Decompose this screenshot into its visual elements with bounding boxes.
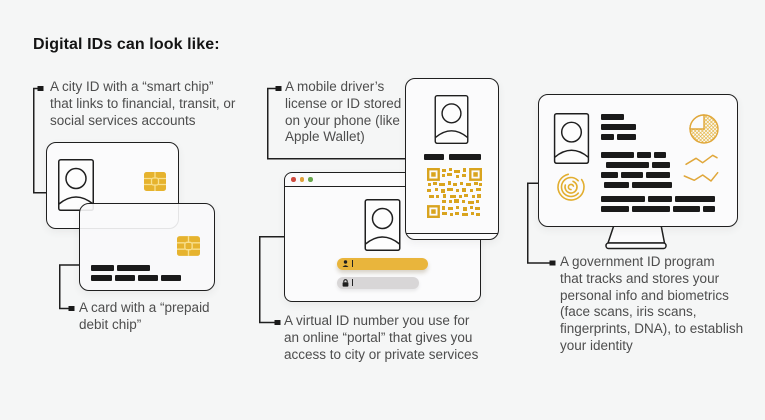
close-dot-icon [291, 177, 296, 182]
redacted-bar [652, 162, 670, 168]
redacted-text-bars [91, 265, 181, 281]
redacted-text-bars [601, 152, 672, 188]
redacted-bar [601, 124, 636, 130]
redacted-bar [632, 182, 672, 188]
photo-portrait-icon [364, 199, 401, 251]
redacted-bar [675, 196, 715, 202]
minimize-dot-icon [299, 177, 304, 182]
redacted-bar [115, 275, 135, 281]
redacted-bar-row [601, 196, 715, 202]
password-field[interactable] [337, 277, 419, 289]
government-monitor [538, 94, 738, 227]
browser-titlebar [285, 173, 480, 187]
redacted-bar [449, 154, 481, 160]
phone-bezel-line [406, 232, 498, 234]
redacted-text-bars [424, 154, 481, 160]
redacted-bar-row [604, 182, 672, 188]
annotation-virtual-id: A virtual ID number you use for an onlin… [284, 313, 479, 362]
photo-portrait-icon [553, 113, 590, 164]
redacted-bar-row [601, 134, 636, 140]
connector-line [33, 87, 46, 194]
redacted-bar [604, 182, 629, 188]
annotation-mobile-license: A mobile driver’s license or ID stored o… [285, 79, 402, 145]
redacted-bar-row [91, 275, 181, 281]
annotation-city-id: A city ID with a “smart chip” that links… [50, 79, 236, 128]
redacted-bar [646, 172, 670, 178]
connector-line [259, 236, 284, 324]
redacted-bar [703, 206, 715, 212]
bullet-square [549, 260, 556, 266]
redacted-bar [424, 154, 444, 160]
connector-line [59, 264, 79, 310]
smart-chip-icon [177, 236, 200, 256]
redacted-bar [601, 172, 618, 178]
redacted-bar [601, 196, 645, 202]
text-cursor [352, 260, 354, 268]
monitor-stand [605, 224, 667, 250]
lock-icon [342, 278, 349, 287]
redacted-text-bars [601, 114, 636, 140]
annotation-government-id: A government ID program that tracks and … [560, 254, 744, 353]
annotation-prepaid-card: A card with a “prepaid debit chip” [79, 300, 210, 332]
bullet-square [68, 306, 75, 311]
redacted-bar-row [601, 114, 636, 120]
photo-portrait-icon [58, 159, 94, 211]
text-cursor [352, 279, 354, 287]
redacted-bar-row [601, 172, 672, 178]
smart-chip-icon [144, 172, 166, 191]
username-field[interactable] [337, 258, 428, 270]
redacted-bar [601, 152, 634, 158]
bullet-square [274, 320, 281, 325]
bullet-square [37, 86, 44, 91]
redacted-bar [632, 206, 670, 212]
fingerprint-icon [557, 173, 585, 201]
bullet-square [275, 86, 282, 91]
pie-chart-icon [689, 114, 719, 144]
line-chart-icon [683, 154, 719, 182]
redacted-bar [606, 162, 649, 168]
redacted-bar-row [606, 162, 672, 168]
redacted-bar [161, 275, 181, 281]
redacted-bar [621, 172, 643, 178]
redacted-bar [138, 275, 158, 281]
redacted-bar [601, 114, 624, 120]
redacted-bar [601, 134, 614, 140]
phone-mobile-id [405, 78, 499, 240]
user-icon [342, 260, 349, 268]
maximize-dot-icon [308, 177, 313, 182]
redacted-bar [601, 206, 629, 212]
prepaid-debit-card [79, 203, 215, 291]
redacted-bar [617, 134, 636, 140]
redacted-bar [91, 265, 114, 271]
redacted-bar [91, 275, 112, 281]
qr-code-icon [427, 168, 482, 218]
page-title: Digital IDs can look like: [33, 36, 220, 53]
photo-portrait-icon [434, 95, 469, 144]
redacted-bar [117, 265, 150, 271]
redacted-bar-row [424, 154, 481, 160]
redacted-bar [648, 196, 672, 202]
redacted-bar-row [601, 206, 715, 212]
redacted-bar-row [601, 124, 636, 130]
redacted-bar [654, 152, 666, 158]
redacted-bar [637, 152, 651, 158]
redacted-text-bars [601, 196, 715, 212]
redacted-bar-row [601, 152, 672, 158]
redacted-bar-row [91, 265, 181, 271]
redacted-bar [673, 206, 700, 212]
